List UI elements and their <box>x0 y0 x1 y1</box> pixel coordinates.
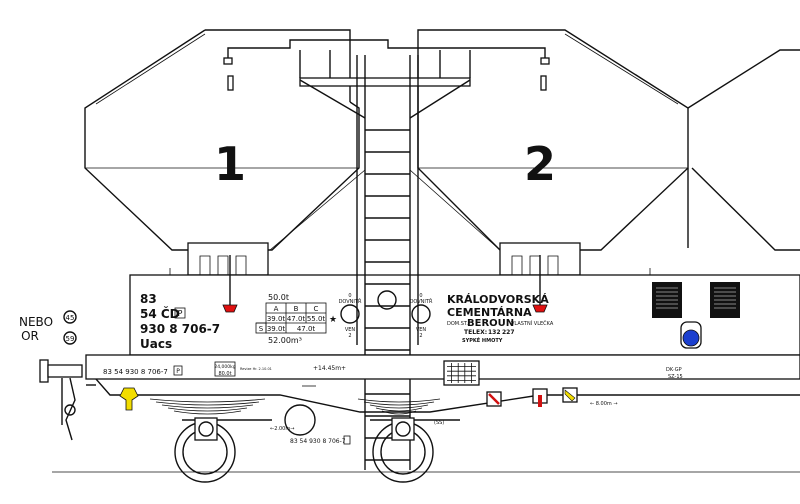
table-row1-c: 55.0t <box>307 315 326 323</box>
capacity-label: 50.0t <box>268 293 289 302</box>
top-pipes <box>223 39 550 91</box>
valve-dial-left: 0 DOVNITŘ VEN 2 <box>339 293 362 339</box>
frame-badge-box <box>173 365 183 376</box>
table-row1-a: 39.0t <box>267 315 286 323</box>
frame-number-left: 83 54 930 8 706-7 <box>103 368 168 376</box>
dkgp-label: DK·GP <box>666 367 682 373</box>
hopper-third-partial <box>687 49 800 251</box>
owner-domovsky: DOM.ST. <box>447 321 468 327</box>
spring-leaf <box>149 398 266 403</box>
table-row2-right: 47.0t <box>297 325 316 333</box>
dial-left-bottom-number: 2 <box>348 333 351 339</box>
wagon-id-line1: 83 <box>140 292 157 306</box>
handle-boxes <box>486 387 578 407</box>
spring-leaf <box>173 410 242 415</box>
owner-city: BEROUN <box>467 318 514 329</box>
frame-number-bottom: 83 54 930 8 706-7 <box>290 438 346 445</box>
dial-left-bottom-label: VEN <box>345 327 356 333</box>
tare-top: 24,000kg <box>214 364 235 370</box>
p-badge: P <box>178 309 183 318</box>
dial-right-top-label: DOVNITŘ <box>410 297 433 305</box>
load-table: 50.0t A B C 39.0t 47.0t 55.0t S 39.0t 47… <box>255 293 337 345</box>
small-note: Revize Hr. 2.10.01 <box>240 367 272 371</box>
owner-telex-b: 227 <box>502 329 515 336</box>
wagon-id-line3: 930 8 706-7 <box>140 322 220 336</box>
wagon-id-line2: 54 ČD <box>140 306 180 321</box>
spring-leaf <box>381 410 417 415</box>
spring-leaf <box>167 407 248 412</box>
frame-number-badge-box <box>343 435 351 445</box>
hopper-number-1: 1 <box>214 137 246 191</box>
frame-badge: P <box>176 368 180 375</box>
discharge-box-left <box>187 242 269 276</box>
dial-right-bottom-label: VEN <box>416 327 427 333</box>
table-row2-left: 39.0t <box>267 325 286 333</box>
owner-line2: CEMENTÁRNA <box>447 306 532 319</box>
tare-bottom: 80.0t <box>218 371 231 377</box>
circle-59-text: 59 <box>66 335 75 343</box>
p-badge-box <box>174 307 186 319</box>
yellow-hook <box>119 387 139 411</box>
lamp-right <box>532 255 548 313</box>
circle-59 <box>63 331 77 345</box>
owner-line1: KRÁLODVORSKÁ <box>447 293 549 306</box>
dial-right-bottom-number: 2 <box>419 333 422 339</box>
wagon-id-line4: Uacs <box>140 337 172 351</box>
tare-box <box>214 361 236 377</box>
table-header-b: B <box>294 305 299 313</box>
buffer-coupler <box>39 359 83 441</box>
owner-vlecka: VLASTNÍ VLEČKA <box>511 320 554 327</box>
hopper-number-2: 2 <box>524 137 556 191</box>
dial-right-top: 0 <box>419 293 422 299</box>
owner-inscription: KRÁLODVORSKÁ CEMENTÁRNA DOM.ST. BEROUN V… <box>447 293 554 344</box>
table-row1-b: 47.0t <box>287 315 306 323</box>
underframe <box>85 354 800 413</box>
right-dim: ← 8.00m → <box>590 401 618 407</box>
grille-box <box>443 360 480 386</box>
circle-45-text: 45 <box>66 314 75 322</box>
table-star: ★ <box>329 315 337 325</box>
central-disc <box>377 290 397 310</box>
owner-telex-label: TELEX: <box>464 329 487 336</box>
spring-leaf <box>161 404 254 409</box>
bogie-distance: ←2.00m→ <box>270 426 294 432</box>
valve-dial-right: 0 DOVNITŘ VEN 2 <box>410 293 433 339</box>
table-row2-label: S <box>259 325 264 333</box>
bogie-right <box>370 417 460 483</box>
dial-left-top-label: DOVNITŘ <box>339 297 362 305</box>
length-dim: +14.45m+ <box>313 365 346 372</box>
info-plates <box>652 282 740 318</box>
leaf-springs <box>149 398 441 415</box>
nebo-label: NEBO <box>19 315 53 329</box>
central-ladder <box>269 55 501 470</box>
table-header-c: C <box>314 305 319 313</box>
spring-leaf <box>357 398 441 403</box>
table-header-a: A <box>274 305 279 313</box>
spring-leaf <box>363 401 435 406</box>
spring-leaf <box>375 407 423 412</box>
bogie-left <box>174 404 316 483</box>
circle-45 <box>63 310 77 324</box>
or-label: OR <box>21 329 39 343</box>
volume-label: 52.00m³ <box>268 336 302 345</box>
spring-leaf <box>155 401 260 406</box>
owner-cargo: SYPKÉ HMOTY <box>462 336 503 344</box>
dkgp-sub: SZ-15 <box>668 374 683 380</box>
spring-leaf <box>369 404 429 409</box>
dial-left-top: 0 <box>348 293 351 299</box>
owner-telex-a: 132 <box>488 329 501 336</box>
ss-label: (SS) <box>434 420 444 426</box>
lamp-left <box>222 255 238 313</box>
blue-disc <box>682 329 700 347</box>
